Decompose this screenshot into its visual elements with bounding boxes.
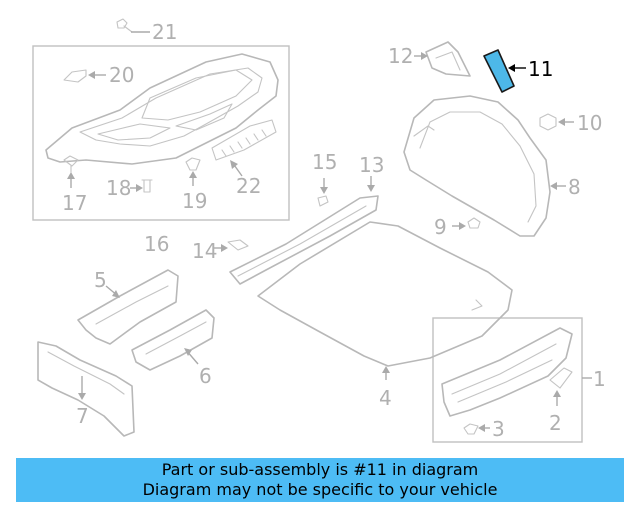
part-6-support [131, 309, 215, 371]
label-13: 13 [359, 153, 384, 177]
part-13-sill-trim [229, 195, 379, 285]
part-12-panel [425, 41, 471, 77]
label-20: 20 [109, 63, 134, 87]
part-20-clip [63, 69, 87, 83]
part-4-floor-mat [257, 221, 513, 367]
part-9-clip [467, 217, 481, 229]
label-2: 2 [549, 411, 562, 435]
part-17-pin [63, 155, 79, 173]
part-16-package-tray [45, 53, 279, 165]
label-6: 6 [199, 364, 212, 388]
info-banner: Part or sub-assembly is #11 in diagram D… [16, 458, 624, 502]
label-3: 3 [492, 417, 505, 441]
label-4: 4 [379, 386, 392, 410]
part-8-side-trim [403, 95, 551, 237]
banner-line-2: Diagram may not be specific to your vehi… [142, 480, 498, 499]
label-5: 5 [94, 268, 107, 292]
label-7: 7 [76, 404, 89, 428]
part-3-clip [463, 423, 479, 435]
group-box-16 [32, 45, 290, 221]
part-2-clip [549, 367, 573, 389]
label-9: 9 [434, 215, 447, 239]
part-7-panel [37, 341, 135, 437]
label-15: 15 [312, 150, 337, 174]
part-18-bolt [141, 179, 153, 193]
part-11-highlighted [483, 49, 515, 93]
part-5-support [77, 269, 179, 345]
label-19: 19 [182, 189, 207, 213]
label-18: 18 [106, 176, 131, 200]
part-19-clip [185, 157, 201, 171]
part-22-bracket [211, 119, 277, 161]
label-21: 21 [152, 20, 177, 44]
label-16: 16 [144, 232, 169, 256]
label-1: 1 [593, 367, 606, 391]
label-14: 14 [192, 239, 217, 263]
part-15-screw [317, 195, 329, 207]
label-17: 17 [62, 191, 87, 215]
label-8: 8 [568, 175, 581, 199]
part-10-nut [539, 113, 557, 131]
part-14-clip [227, 239, 249, 251]
banner-line-1: Part or sub-assembly is #11 in diagram [161, 460, 479, 479]
parts-diagram: 21 20 22 17 18 19 16 [32, 18, 606, 443]
part-21-screw [116, 18, 133, 33]
label-10: 10 [577, 111, 602, 135]
label-11: 11 [528, 57, 553, 81]
part-1-scuff-plate [441, 327, 573, 417]
label-22: 22 [236, 174, 261, 198]
label-12: 12 [388, 44, 413, 68]
group-box-1 [432, 317, 583, 443]
